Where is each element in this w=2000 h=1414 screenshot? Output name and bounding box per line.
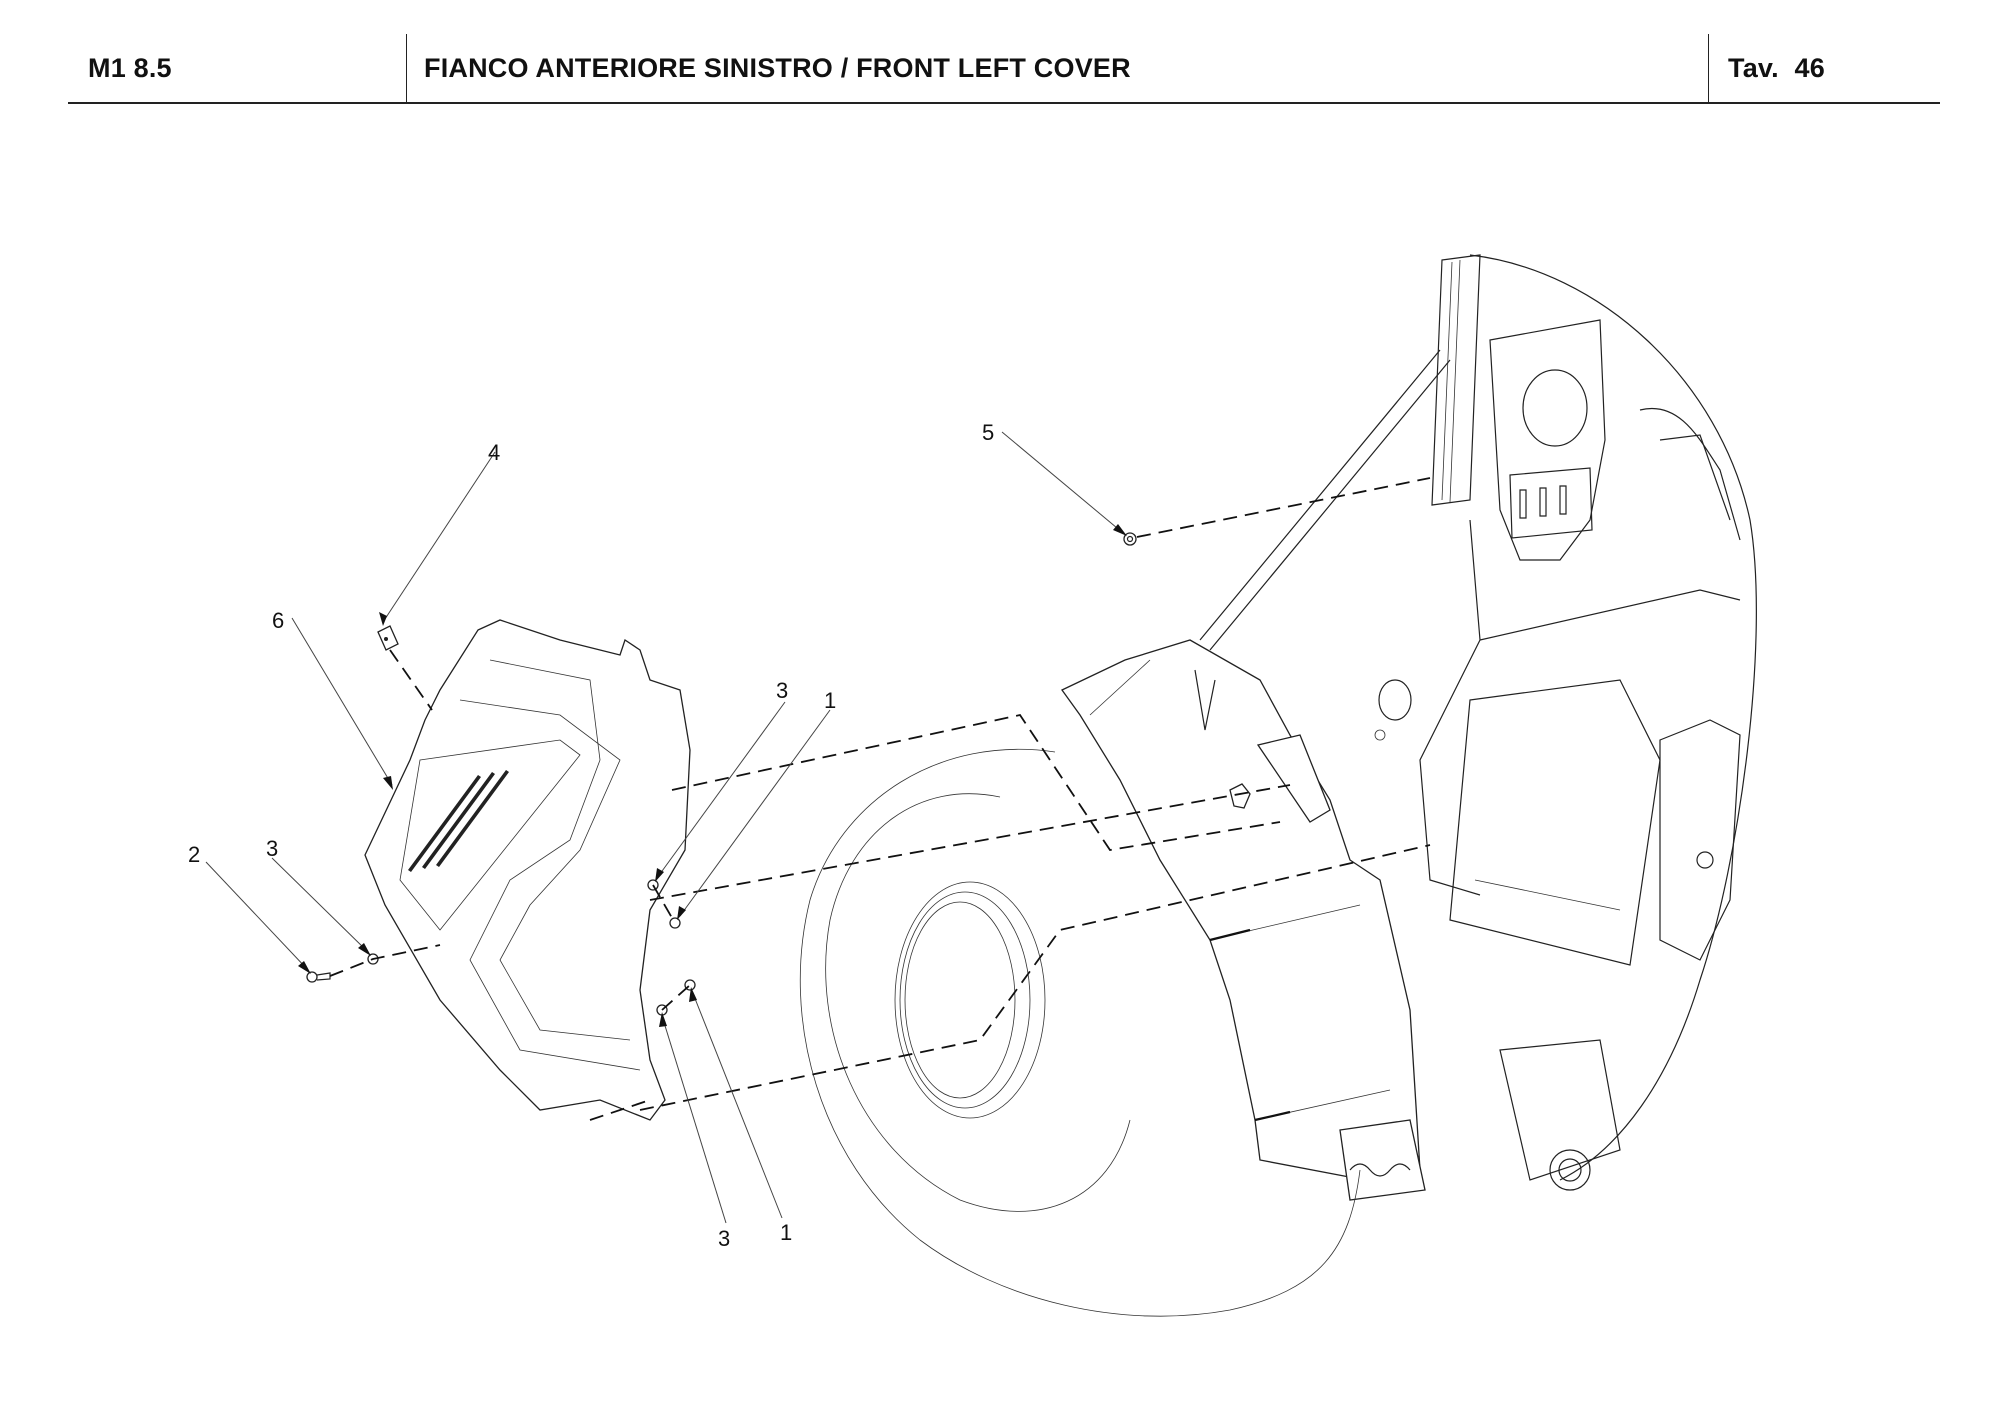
vent-slots [408,770,509,872]
callout-1: 1 [780,1220,792,1245]
page-title: FIANCO ANTERIORE SINISTRO / FRONT LEFT C… [424,52,1131,83]
callout-3: 3 [718,1226,730,1251]
callout-2: 2 [188,842,200,867]
front-left-cover [364,619,691,1121]
callout-3: 3 [266,836,278,861]
callout-3: 3 [776,678,788,703]
table-number: Tav. 46 [1728,52,1825,83]
screw-1a [669,917,681,929]
fender [1061,639,1426,1201]
callout-6: 6 [272,608,284,633]
callout-4: 4 [488,440,500,465]
callout-5: 5 [982,420,994,445]
leaders [205,431,1127,1224]
divider [1708,34,1709,102]
callout-labels: 4 6 5 3 1 2 3 3 1 [188,420,994,1251]
clip-nut-4 [377,625,399,651]
model-label: M1 8.5 [88,52,172,83]
tire [799,748,1361,1317]
tractor-body [1199,254,1757,1191]
divider [406,34,407,102]
callout-1: 1 [824,688,836,713]
assembly-lines [329,477,1431,1121]
title-block: M1 8.5 FIANCO ANTERIORE SINISTRO / FRONT… [68,34,1940,104]
